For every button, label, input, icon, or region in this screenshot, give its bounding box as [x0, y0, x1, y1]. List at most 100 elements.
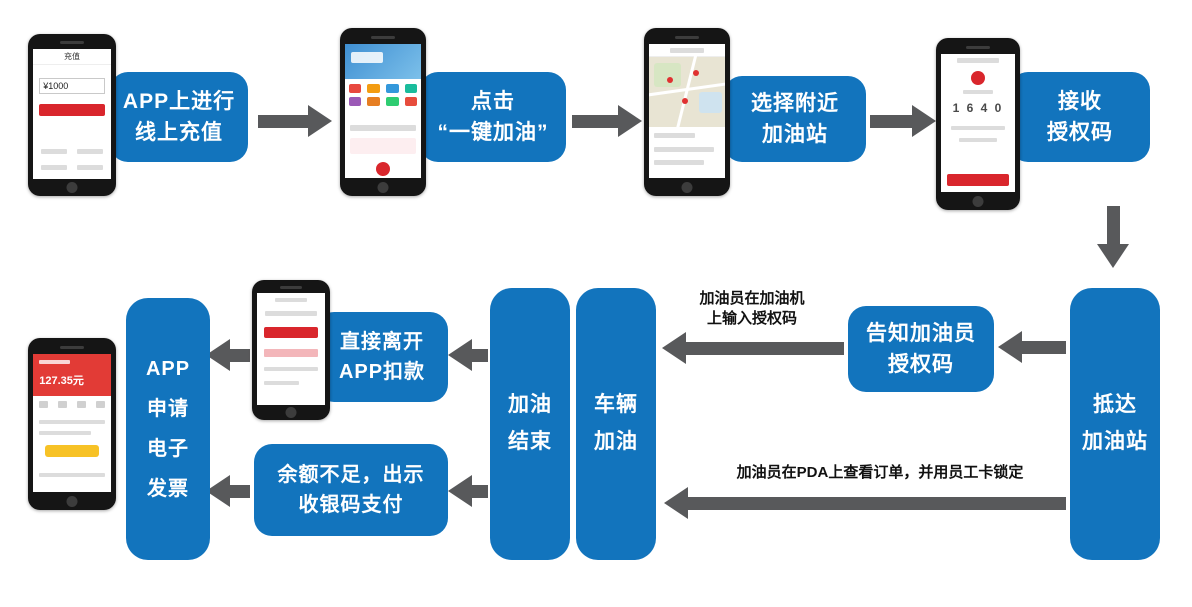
map-pin-icon [693, 69, 700, 76]
arrow-shaft [472, 348, 488, 362]
refuel-finish-box: 加油 结束 [490, 288, 570, 560]
phone-home-screen [345, 43, 421, 179]
step-onekey-line1: 点击 [471, 89, 515, 113]
invoice-apply-button [45, 445, 99, 458]
ui-bar [958, 138, 998, 143]
arrow-shaft [230, 484, 250, 498]
ui-bar [653, 159, 704, 165]
ui-bar [40, 164, 68, 170]
phone-invoice-screen: 127.35元 [33, 354, 111, 492]
app-icon [367, 97, 380, 107]
invoice-header-bar [39, 360, 71, 365]
ui-bar [670, 47, 704, 53]
app-icon [386, 97, 399, 107]
arrow-head [448, 475, 472, 507]
arrow-finish-to-leave [448, 339, 488, 371]
deduction-pay-button [263, 326, 319, 338]
invoice-amount: 127.35元 [39, 374, 84, 387]
finish-line1: 加油 [508, 393, 552, 417]
phone-speaker [59, 345, 85, 349]
app-icon [367, 84, 380, 94]
app-icon [404, 97, 418, 107]
arrow-recharge-to-onekey [258, 104, 332, 138]
arrow-head [206, 339, 230, 371]
map-pin-icon [682, 97, 689, 104]
tab-icon [58, 401, 68, 409]
auth-code: 1 6 4 0 [952, 101, 1004, 116]
arrow-shaft [1022, 340, 1066, 354]
arrow-head [1097, 244, 1129, 268]
invoice-line1: APP [145, 358, 191, 380]
arrow-head [998, 331, 1022, 363]
arrow-shaft [686, 341, 844, 355]
arrow-head [618, 105, 642, 137]
ui-bar [349, 124, 417, 131]
home-icon-grid [348, 84, 418, 107]
phone-speaker [280, 286, 302, 290]
ui-bar [653, 133, 696, 139]
phone-station-map [644, 28, 730, 196]
arrow-pda-to-refuel [664, 486, 1066, 520]
arrow-arrive-to-tell [998, 330, 1066, 364]
invoice-line4: 发票 [147, 478, 189, 500]
insufficient-balance-box: 余额不足，出示 收银码支付 [254, 444, 448, 536]
phone-speaker [674, 35, 700, 39]
step-code-line2: 授权码 [1047, 121, 1113, 144]
phone-speaker [370, 35, 396, 39]
pda-note-line: 加油员在PDA上查看订单，并用员工卡锁定 [736, 464, 1024, 481]
phone-auth-code: 1 6 4 0 [936, 38, 1020, 210]
tell-line2: 授权码 [888, 353, 954, 376]
dispenser-note-line1: 加油员在加油机 [699, 290, 805, 307]
phone-invoice: 127.35元 [28, 338, 116, 510]
leave-line2: APP扣款 [338, 361, 426, 383]
refuel-line2: 加油 [594, 430, 638, 453]
arrive-line1: 抵达 [1093, 393, 1137, 417]
vehicle-refuel-box: 车辆 加油 [576, 288, 656, 560]
arrow-leave-to-invoice [206, 339, 250, 371]
ui-bar [963, 90, 993, 95]
arrow-shaft [870, 114, 912, 128]
insufficient-line2: 收银码支付 [298, 494, 404, 516]
app-icon [404, 84, 418, 94]
arrow-shaft [688, 496, 1066, 510]
step-code-line1: 接收 [1058, 89, 1102, 113]
arrow-station-to-code [870, 104, 936, 138]
phone-deduction-screen [257, 293, 325, 406]
arrow-head [664, 487, 688, 519]
step-station-box: 选择附近 加油站 [724, 76, 866, 162]
arrow-head [662, 332, 686, 364]
ui-bar [263, 367, 319, 372]
step-station-line2: 加油站 [762, 123, 828, 146]
leave-line1: 直接离开 [340, 331, 424, 353]
arrow-head [912, 105, 936, 137]
finish-line2: 结束 [508, 430, 552, 453]
dispenser-note-line2: 上输入授权码 [706, 310, 797, 328]
step-recharge-box: APP上进行 线上充值 [110, 72, 248, 162]
arrow-tell-to-refuel [662, 331, 844, 365]
step-recharge-line1: APP上进行 [122, 89, 236, 113]
app-icon [348, 97, 362, 107]
invoice-tabs [39, 401, 105, 409]
ui-bar [39, 431, 91, 436]
phone-home-button [285, 406, 297, 418]
phone-home-button [681, 182, 693, 194]
map-park-patch [653, 62, 681, 87]
tell-line1: 告知加油员 [866, 321, 976, 345]
step-recharge-line2: 线上充值 [135, 121, 223, 144]
phone-speaker [59, 41, 85, 45]
arrow-onekey-to-station [572, 104, 642, 138]
phone-map-screen [649, 43, 725, 179]
refuel-line1: 车辆 [594, 393, 638, 417]
ui-bar [76, 149, 104, 155]
map-titlebar [649, 44, 725, 58]
phone-app-home [340, 28, 426, 196]
recharge-amount-input: ¥1000 [39, 77, 105, 94]
auth-refresh-button [946, 174, 1010, 187]
ui-bar [39, 472, 105, 477]
map-water-patch [699, 92, 722, 114]
phone-home-button [66, 182, 78, 194]
invoice-line2: 申请 [147, 398, 189, 420]
arrow-shaft [472, 484, 488, 498]
arrow-head [448, 339, 472, 371]
